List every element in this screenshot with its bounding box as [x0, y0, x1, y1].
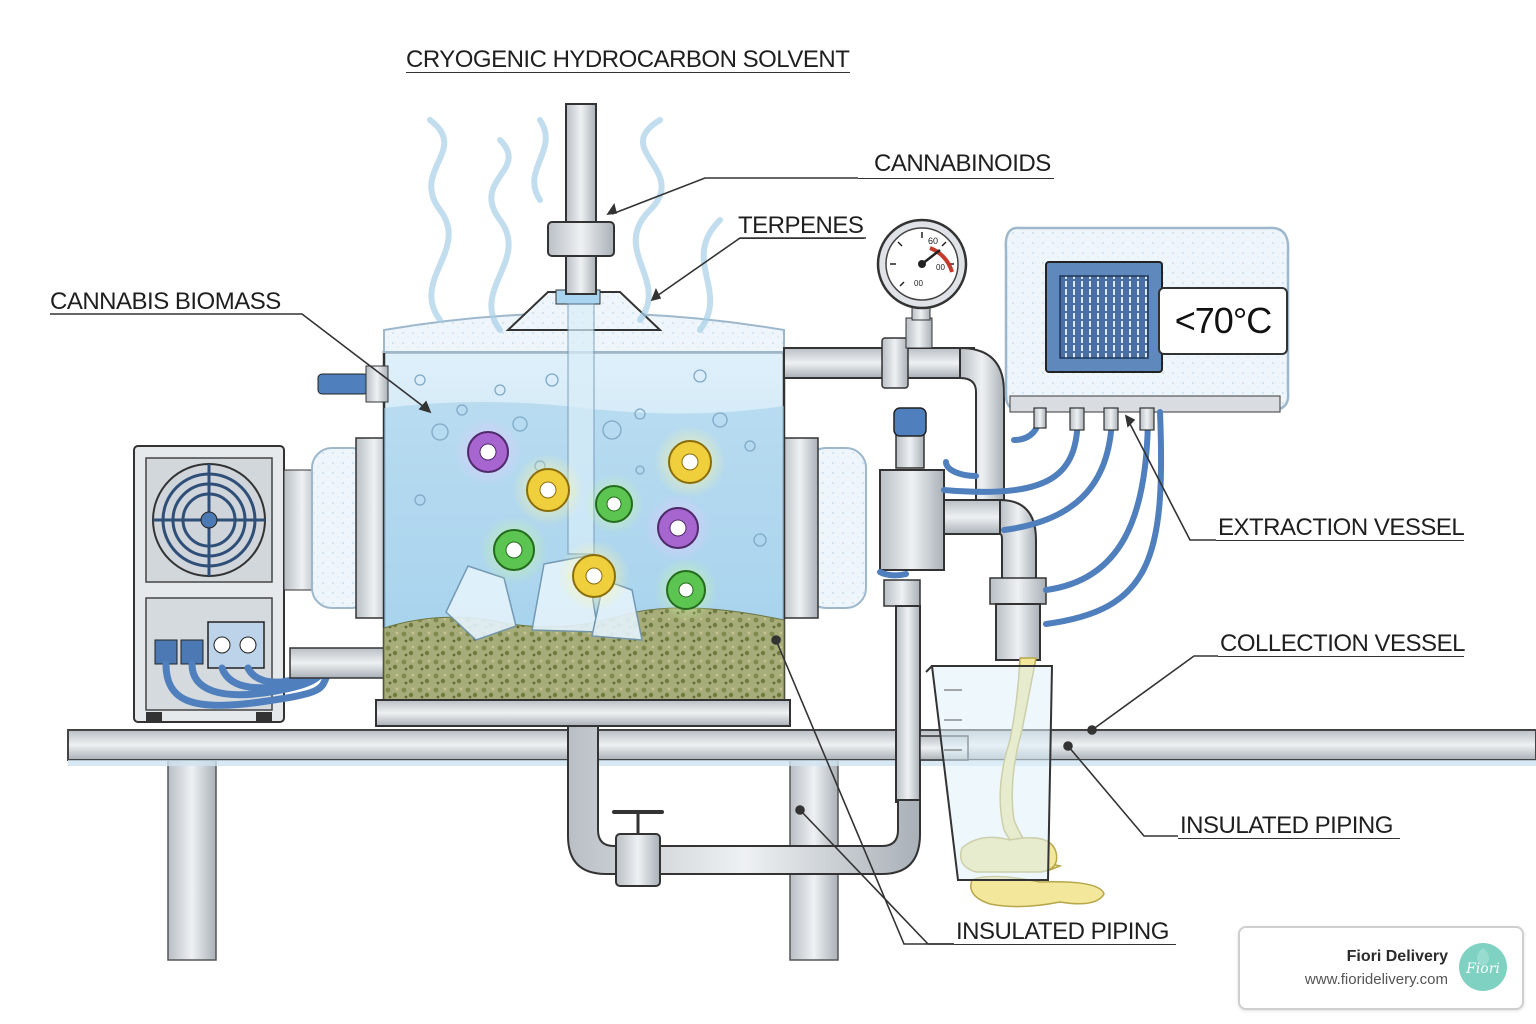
- gauge-mark: 60: [928, 236, 938, 246]
- cannabinoid-molecule: [480, 516, 548, 584]
- chiller-unit: [133, 445, 321, 723]
- label-underline: [406, 72, 850, 73]
- label-underline: [1178, 838, 1400, 839]
- molecules: [454, 418, 726, 622]
- label-underline: [1218, 656, 1464, 657]
- valve-icon: [612, 810, 664, 887]
- label-insulated-piping-right: INSULATED PIPING: [1180, 812, 1393, 839]
- gauge-mark: 00: [914, 279, 923, 288]
- leader-lines: [50, 177, 1218, 945]
- label-extraction-vessel: EXTRACTION VESSEL: [1218, 514, 1465, 541]
- label-biomass: CANNABIS BIOMASS: [50, 288, 281, 315]
- collection-vessel: [925, 657, 1105, 908]
- label-insulated-piping-bottom: INSULATED PIPING: [956, 918, 1169, 945]
- label-terpenes: TERPENES: [738, 212, 864, 239]
- terpene-molecule: [654, 426, 726, 498]
- pressure-gauge-icon: 60 00 00: [876, 218, 968, 321]
- cannabinoid-molecule: [584, 474, 644, 534]
- brand-name: Fiori Delivery: [1346, 948, 1448, 965]
- cold-vapor: [427, 117, 723, 333]
- gauge-mark: 00: [936, 263, 945, 272]
- label-collection-vessel: COLLECTION VESSEL: [1220, 630, 1465, 657]
- chiller-coupling: [289, 647, 391, 679]
- watermark-card: Fiori Delivery www.fioridelivery.com Fio…: [1238, 926, 1524, 1010]
- label-underline: [738, 238, 864, 239]
- fan-icon: [152, 463, 266, 577]
- terpene-molecule: [512, 454, 584, 526]
- hose-fittings: [1033, 407, 1155, 431]
- cannabinoid-molecule: [644, 494, 712, 562]
- cannabinoid-molecule: [654, 558, 718, 622]
- solvent-inlet-pipe: [547, 103, 615, 295]
- label-underline: [1216, 540, 1464, 541]
- label-underline: [858, 178, 1054, 179]
- brand-url: www.fioridelivery.com: [1304, 971, 1448, 988]
- terpene-molecule: [558, 540, 630, 612]
- label-cannabinoids: CANNABINOIDS: [874, 150, 1051, 177]
- brand-logo-text: Fiori: [1465, 961, 1500, 977]
- control-hoses: [877, 409, 1165, 627]
- label-underline: [954, 944, 1176, 945]
- temperature-readout: <70°C: [1158, 287, 1288, 355]
- brand-logo-icon: Fiori: [1459, 943, 1507, 991]
- table: [67, 729, 1536, 961]
- label-solvent: CRYOGENIC HYDROCARBON SOLVENT: [406, 46, 850, 73]
- cannabinoid-molecule: [454, 418, 522, 486]
